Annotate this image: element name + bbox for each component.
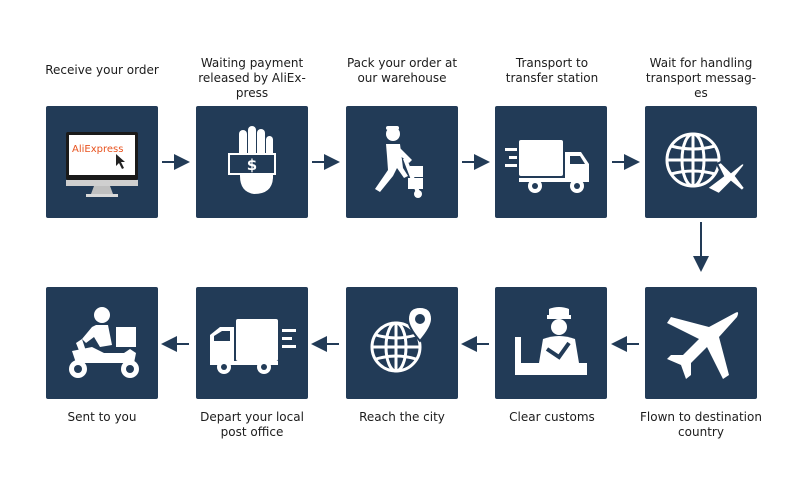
step-box-sent-to-you (46, 287, 158, 399)
step-label-reach-city: Reach the city (359, 410, 445, 424)
aliexpress-logo-text: AliExpress (72, 144, 123, 155)
step-label-clear-customs: Clear customs (509, 410, 595, 424)
hand-dollar-icon: $ (228, 126, 276, 194)
step-box-waiting-payment: $ (196, 106, 308, 218)
step-label-transport-station: Transport to transfer station (505, 56, 599, 85)
step-label-depart-post-office: Depart your local post office (200, 410, 304, 439)
truck-icon (505, 140, 589, 193)
globe-airplane-icon (665, 132, 747, 196)
step-label-receive-order: Receive your order (45, 63, 159, 77)
scooter-courier-icon (69, 307, 139, 378)
globe-pin-icon (370, 305, 434, 373)
step-label-wait-handling: Wait for handling transport messag- es (645, 56, 757, 100)
step-label-pack-order: Pack your order at our warehouse (346, 56, 458, 85)
computer-aliexpress-icon: AliExpress (66, 132, 138, 197)
step-box-depart-post-office (196, 287, 308, 399)
customs-officer-icon (515, 307, 587, 375)
step-box-clear-customs (495, 287, 607, 399)
step-box-reach-city (346, 287, 458, 399)
airplane-icon (667, 312, 739, 379)
step-label-waiting-payment: Waiting payment released by AliEx- press (198, 56, 306, 100)
step-box-flown-destination (645, 287, 757, 399)
step-box-receive-order: AliExpress (46, 106, 158, 218)
dollar-symbol: $ (247, 156, 257, 174)
step-box-wait-handling (645, 106, 757, 218)
step-label-flown-destination: Flown to destination country (640, 410, 762, 439)
delivery-worker-icon (375, 126, 423, 198)
step-box-transport-station (495, 106, 607, 218)
fast-truck-icon (210, 319, 296, 374)
step-box-pack-order (346, 106, 458, 218)
step-label-sent-to-you: Sent to you (67, 410, 137, 424)
